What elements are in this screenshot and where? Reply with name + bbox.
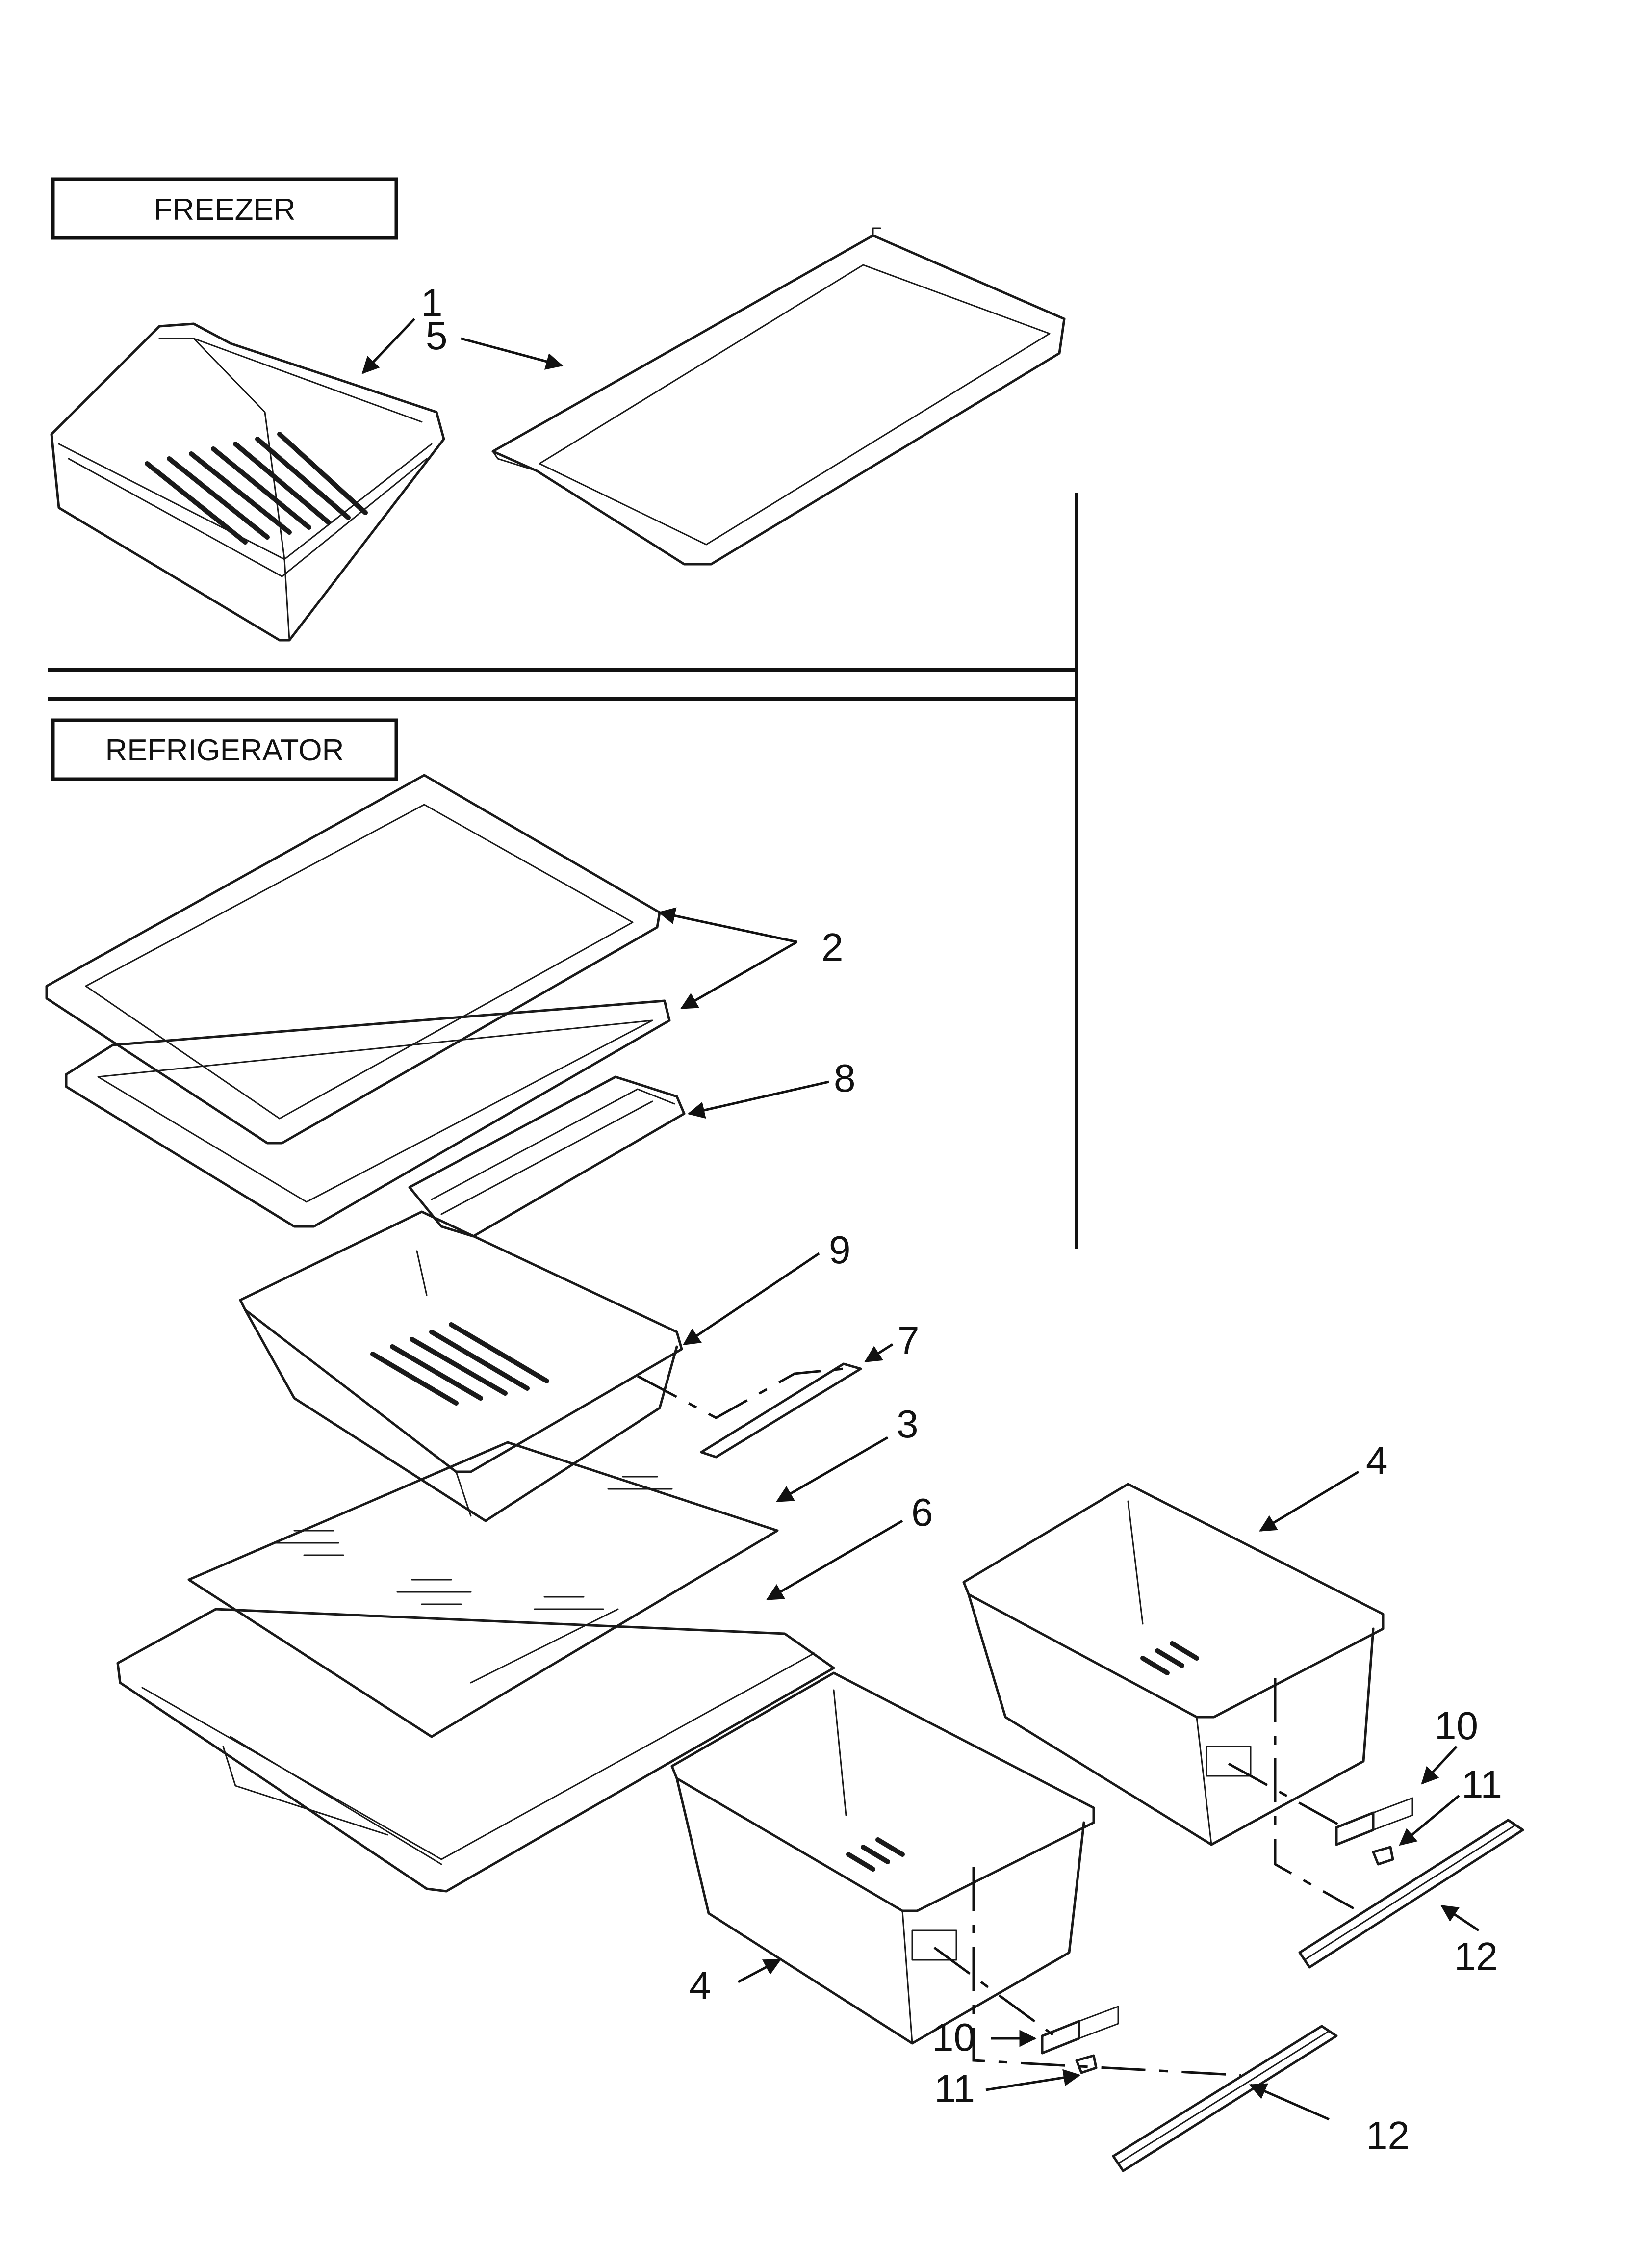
freezer-section-header: FREEZER: [51, 177, 398, 240]
refrigerator-label: REFRIGERATOR: [105, 733, 344, 767]
meat-pan-ribs: [370, 1322, 549, 1406]
callout-7: 7: [898, 1319, 920, 1362]
clip-10-right: [1335, 1797, 1413, 1846]
refrigerator-section-header: REFRIGERATOR: [51, 718, 398, 781]
freezer-label: FREEZER: [154, 193, 295, 227]
glass-insert: [187, 1441, 779, 1738]
crisper-drawer-left: [670, 1671, 1095, 2045]
crisper-drawer-left-ribs: [846, 1837, 905, 1872]
alignment-lines: [933, 1678, 1355, 2077]
freezer-shelf: [491, 227, 1066, 566]
callout-2: 2: [821, 925, 844, 969]
rail-12-right: [1298, 1819, 1524, 1969]
rail-12-left: [1112, 2025, 1338, 2172]
crisper-cover-frame: [116, 1608, 835, 1893]
callout-12-right: 12: [1454, 1934, 1498, 1978]
glass-insert-reflections: [274, 1476, 673, 1610]
callout-1: 1: [421, 281, 443, 325]
callout-4-left: 4: [689, 1964, 711, 2007]
freezer-basket: [50, 322, 445, 642]
callout-10-right: 10: [1435, 1704, 1478, 1747]
leader-lines: [361, 318, 1480, 2121]
clip-11-left: [1075, 2054, 1098, 2074]
meat-pan: [239, 1210, 683, 1522]
callout-3: 3: [897, 1402, 919, 1446]
callout-11-right: 11: [1462, 1763, 1502, 1806]
callout-6: 6: [911, 1490, 933, 1534]
callout-11-left: 11: [934, 2067, 975, 2111]
section-dividers: [48, 493, 1078, 1249]
refrigerator-shelf-lower: [65, 999, 671, 1228]
callout-12-left: 12: [1366, 2113, 1410, 2157]
freezer-basket-ribs: [145, 432, 368, 545]
crisper-frame: [408, 1075, 686, 1238]
clip-11-right: [1372, 1846, 1394, 1866]
crisper-drawer-right-ribs: [1140, 1641, 1199, 1675]
pan-trim: [637, 1362, 862, 1459]
callout-8: 8: [834, 1056, 856, 1100]
callout-5: 5: [426, 314, 448, 358]
refrigerator-shelf-upper: [45, 774, 661, 1145]
callout-9: 9: [829, 1228, 851, 1272]
callout-4-right: 4: [1366, 1439, 1388, 1483]
crisper-drawer-right: [962, 1483, 1385, 1846]
callout-10-left: 10: [932, 2015, 975, 2059]
clip-10-left: [1041, 2006, 1119, 2055]
callouts: 1 5 2 8 9 7 3 6 4 10 11 12 4 10 11 12: [421, 281, 1502, 2157]
